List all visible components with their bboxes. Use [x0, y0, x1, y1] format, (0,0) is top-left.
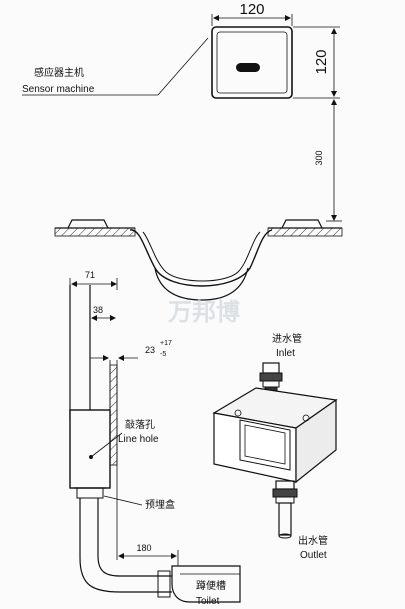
embedded-box — [69, 409, 123, 499]
outlet-label-en: Outlet — [300, 550, 327, 561]
dim-300-label: 300 — [314, 150, 324, 165]
dim-180-label: 180 — [136, 543, 151, 553]
dim-sensor-height: 120 — [293, 26, 340, 99]
toilet-label-en: Toilet — [196, 596, 220, 607]
dim-23-minus: -5 — [160, 351, 166, 358]
dim-sensor-to-floor: 300 — [314, 99, 342, 222]
floor-section — [54, 219, 343, 301]
sensor-label-en: Sensor machine — [22, 84, 95, 95]
hole-label-en: Line hole — [118, 434, 159, 445]
box-label-cn: 预埋盒 — [145, 498, 175, 511]
dim-23-plus: +17 — [160, 340, 172, 347]
outlet-fitting — [272, 480, 298, 539]
toilet-label-cn: 蹲便槽 — [196, 579, 226, 592]
inlet-label-en: Inlet — [276, 348, 295, 359]
dim-38-label: 38 — [93, 305, 103, 315]
dim-71-label: 71 — [85, 270, 95, 280]
dim-sensor-height-label: 120 — [313, 49, 330, 74]
box-leader-line — [103, 495, 143, 506]
wall-hatch — [109, 364, 118, 466]
dim-38: 38 — [89, 305, 116, 324]
inlet-label-cn: 进水管 — [272, 332, 302, 345]
outlet-label-cn: 出水管 — [298, 534, 328, 547]
valve-box — [212, 387, 338, 484]
toilet-end — [171, 565, 241, 603]
sensor-label-cn: 感应器主机 — [34, 66, 84, 79]
dim-23: 23 +17 -5 — [90, 340, 172, 361]
dim-sensor-width: 120 — [211, 1, 293, 26]
sensor-leader-line — [157, 37, 209, 96]
dim-23-label: 23 — [145, 345, 155, 355]
dim-71: 71 — [69, 270, 118, 290]
hole-label-cn: 敲落孔 — [125, 418, 155, 431]
watermark: 万邦博 — [168, 298, 240, 326]
wall-pipe — [69, 285, 118, 560]
dim-180: 180 — [118, 543, 179, 566]
drain-pipe — [79, 498, 172, 598]
sensor-machine — [211, 26, 293, 99]
dim-sensor-width-label: 120 — [239, 1, 264, 18]
sensor-window-icon — [236, 63, 260, 72]
